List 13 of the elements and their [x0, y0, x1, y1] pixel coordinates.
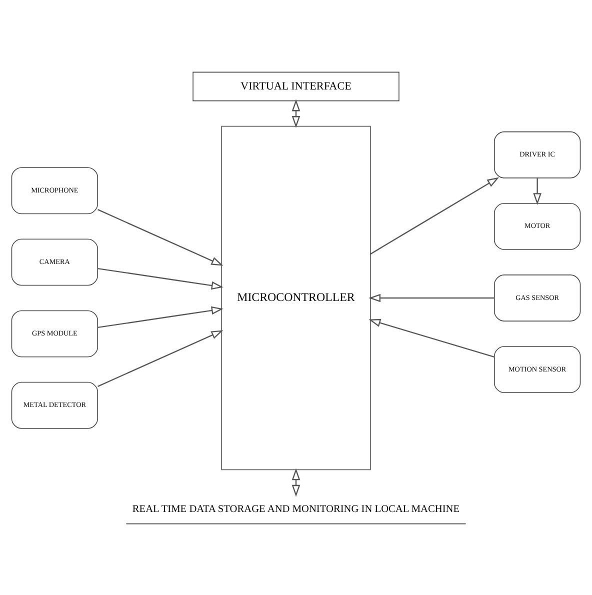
node-box: MICROCONTROLLER	[221, 125, 371, 470]
arrow	[533, 178, 542, 205]
arrow	[292, 468, 300, 496]
arrow	[98, 330, 224, 386]
arrow	[98, 306, 224, 328]
arrow	[368, 318, 494, 357]
arrow	[98, 267, 224, 290]
arrow	[98, 208, 224, 266]
arrow	[370, 176, 500, 254]
node-text: REAL TIME DATA STORAGE AND MONITORING IN LOCAL MACHINE	[132, 504, 460, 515]
arrow	[368, 293, 494, 302]
arrow	[292, 98, 300, 128]
node-box: VIRTUAL INTERFACE	[192, 71, 400, 101]
